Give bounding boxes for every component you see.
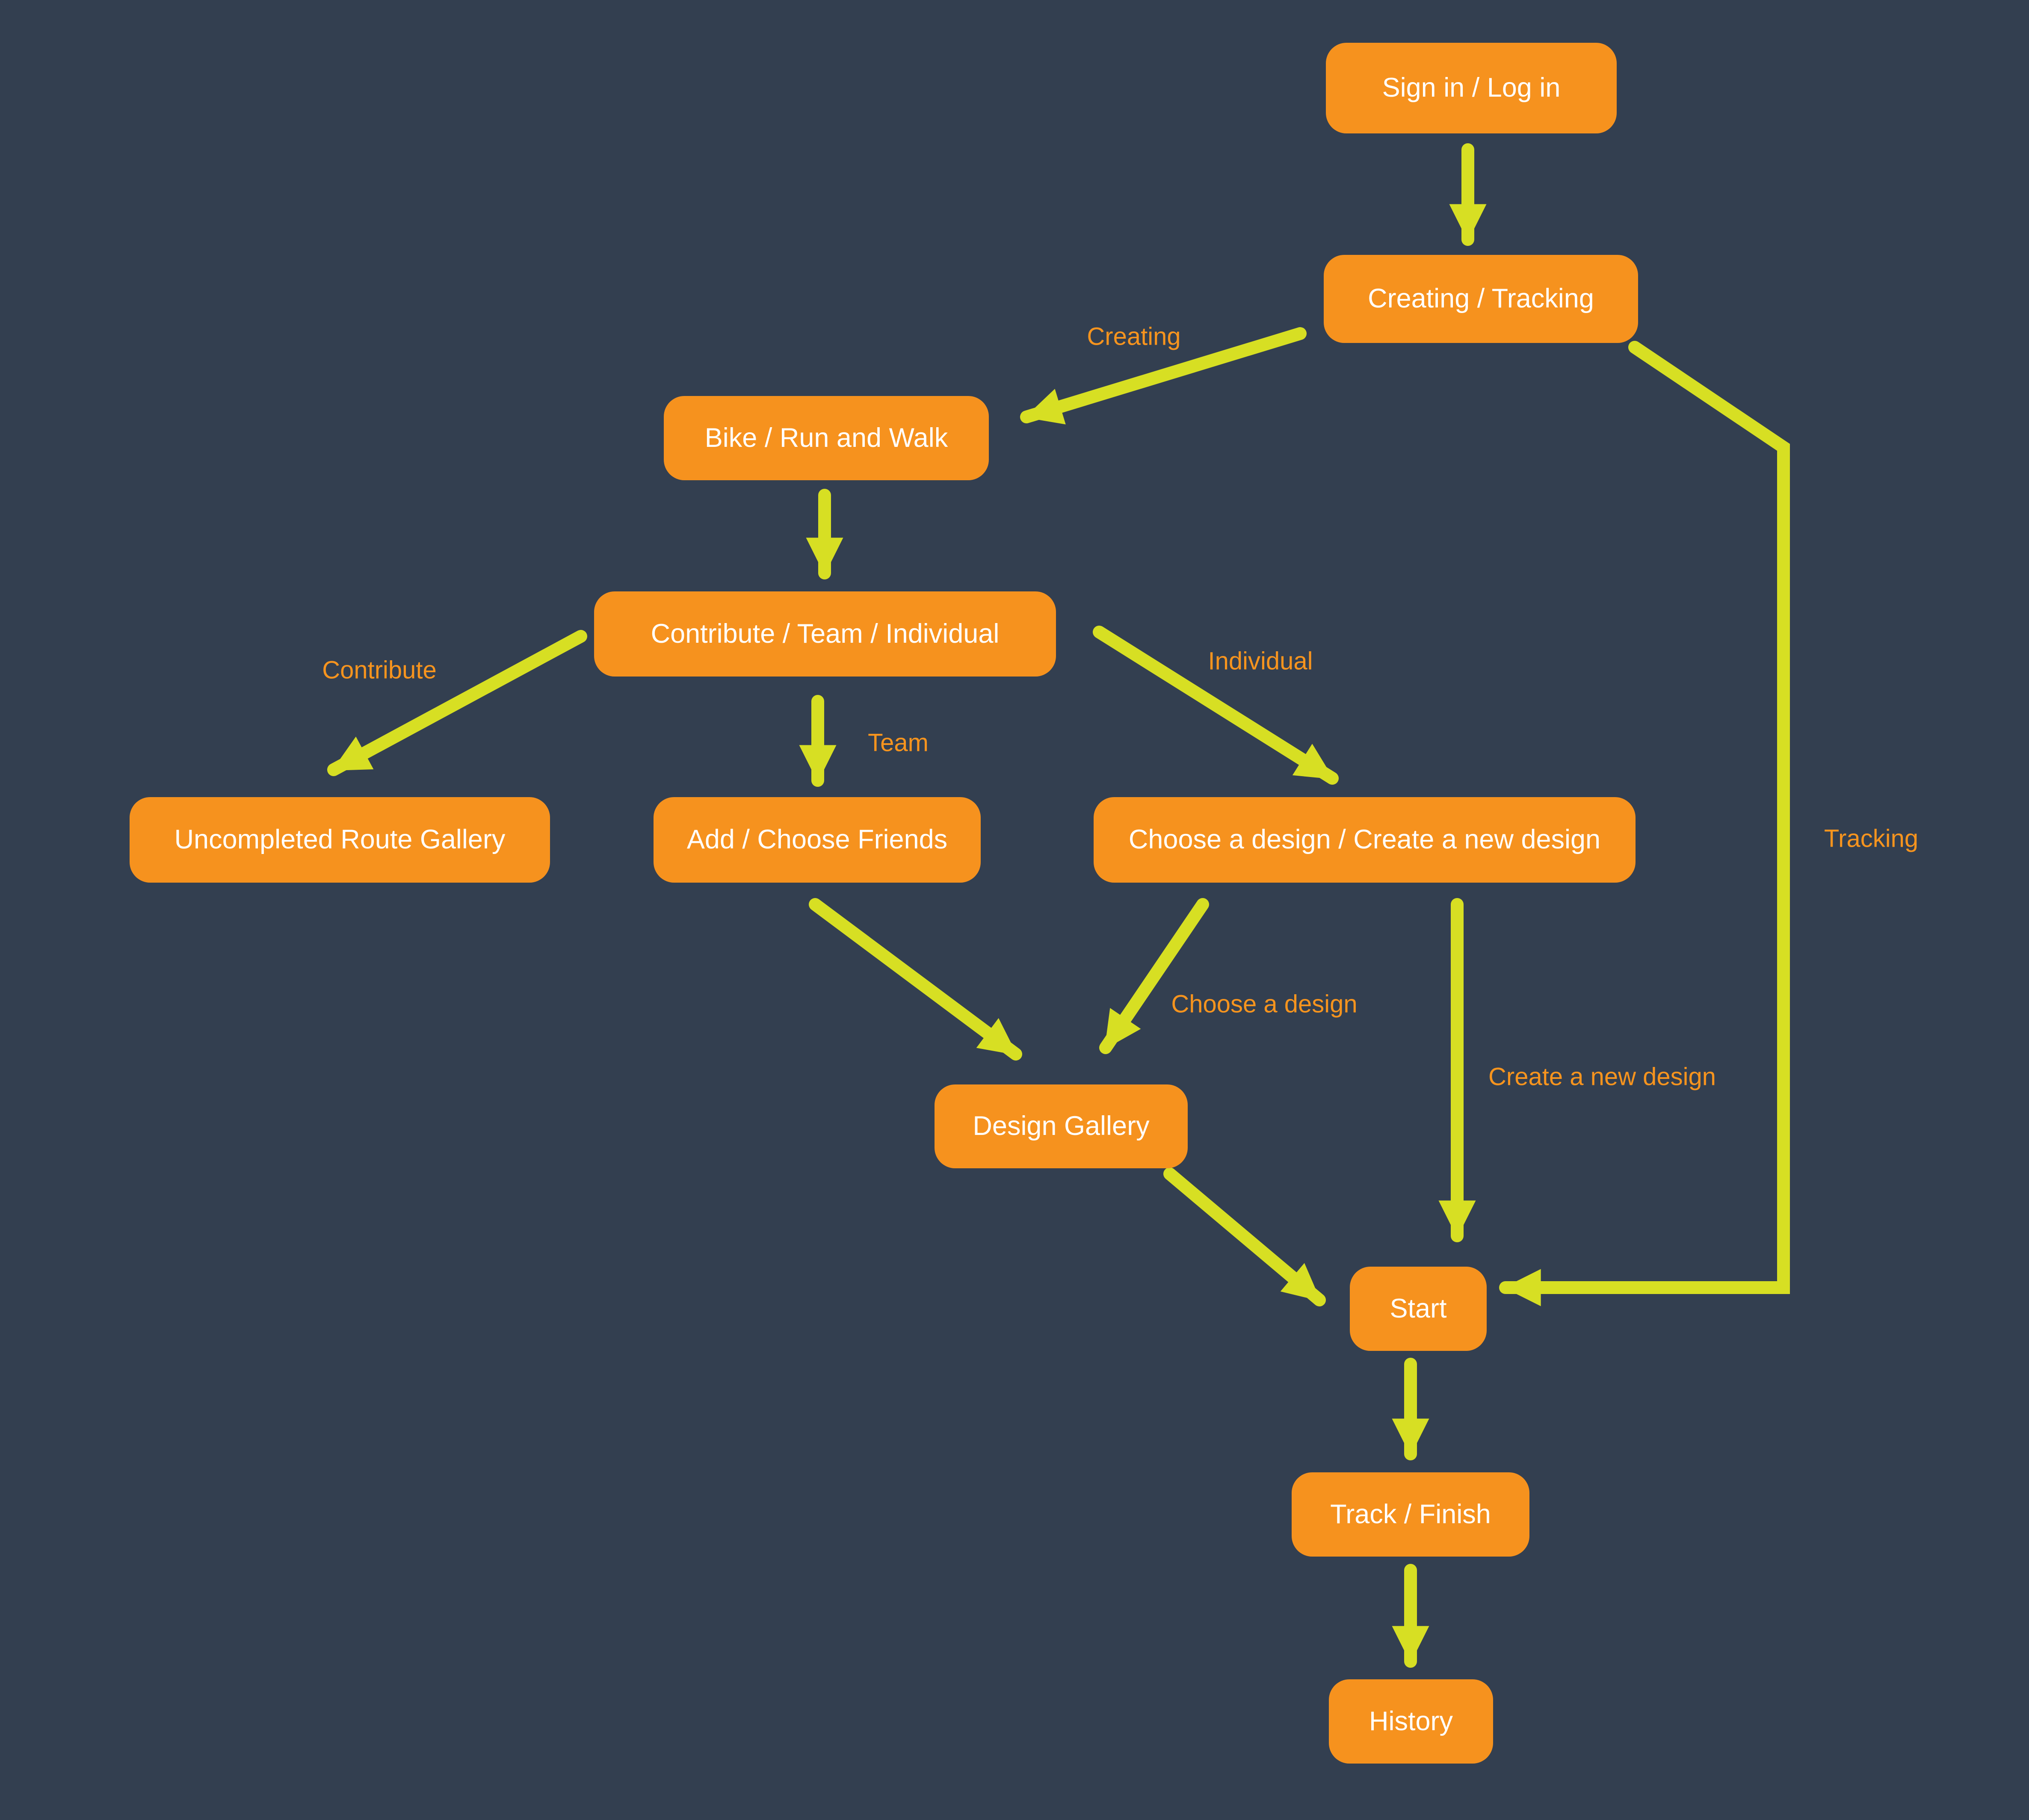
- edge-label-team: Team: [868, 729, 929, 757]
- node-label: Track / Finish: [1330, 1499, 1491, 1529]
- node-creating-tracking: Creating / Tracking: [1324, 255, 1638, 343]
- node-label: Creating / Tracking: [1368, 284, 1594, 314]
- node-label: History: [1369, 1706, 1453, 1736]
- node-track-finish: Track / Finish: [1292, 1472, 1529, 1557]
- arrow-designgallery-to-start: [1163, 1167, 1326, 1306]
- node-label: Bike / Run and Walk: [704, 422, 948, 453]
- node-sign-in: Sign in / Log in: [1326, 43, 1617, 133]
- edge-label-individual: Individual: [1208, 647, 1313, 675]
- edge-label-choose-a-design: Choose a design: [1171, 990, 1358, 1018]
- node-bike-run-walk: Bike / Run and Walk: [664, 396, 989, 480]
- node-start: Start: [1350, 1267, 1487, 1351]
- arrow-creating-to-bike: [1020, 327, 1307, 425]
- arrow-choosedesign-to-gallery: [1099, 898, 1209, 1054]
- arrow-friends-to-designgallery: [809, 898, 1022, 1061]
- node-label: Sign in / Log in: [1382, 73, 1561, 103]
- node-label: Design Gallery: [973, 1111, 1150, 1141]
- node-label: Start: [1390, 1293, 1447, 1324]
- edge-label-creating: Creating: [1087, 322, 1181, 351]
- node-add-choose-friends: Add / Choose Friends: [654, 797, 981, 883]
- node-label: Add / Choose Friends: [686, 824, 948, 855]
- node-label: Uncompleted Route Gallery: [174, 824, 506, 855]
- node-label: Contribute / Team / Individual: [651, 618, 1000, 649]
- node-label: Choose a design / Create a new design: [1128, 824, 1601, 855]
- arrow-individual-to-design: [1093, 626, 1339, 785]
- arrow-contribute-to-gallery: [327, 630, 587, 776]
- edge-label-tracking: Tracking: [1824, 824, 1919, 853]
- arrow-tracking-to-start: [1499, 341, 1790, 1306]
- node-contribute-team-individual: Contribute / Team / Individual: [594, 591, 1056, 677]
- node-design-gallery: Design Gallery: [935, 1084, 1188, 1168]
- node-history: History: [1329, 1679, 1493, 1764]
- node-uncompleted-route-gallery: Uncompleted Route Gallery: [130, 797, 550, 883]
- edge-label-contribute: Contribute: [322, 656, 437, 684]
- node-choose-create-design: Choose a design / Create a new design: [1094, 797, 1636, 883]
- edge-label-create-a-new-design: Create a new design: [1488, 1063, 1716, 1091]
